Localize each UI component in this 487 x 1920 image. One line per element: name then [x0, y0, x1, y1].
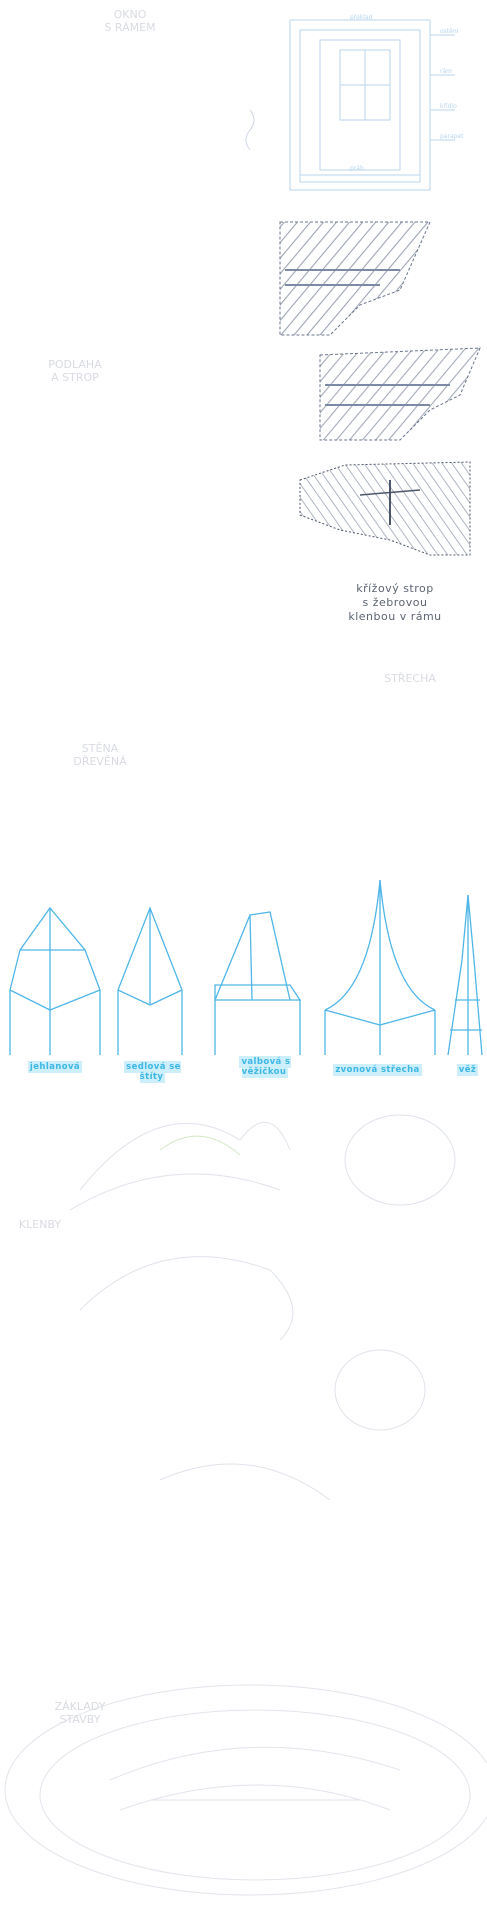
top-faint-heading: OKNO S RÁMEM	[60, 8, 200, 34]
vault-caption-line-1: křížový strop	[356, 582, 434, 595]
roof-caption-2: sedlová se štíty	[115, 1061, 190, 1083]
vault-caption-line-2: s žebrovou	[362, 596, 428, 609]
roof-caption-1: jehlanová	[20, 1061, 90, 1073]
roof-caption-1-text: jehlanová	[27, 1061, 83, 1073]
bottom-faint-title: ZÁKLADY STAVBY	[25, 1700, 135, 1726]
mid-faint-c-line-2: DŘEVĚNÁ	[73, 755, 127, 768]
roof-caption-5: věž	[450, 1064, 485, 1076]
door-label-4: parapet	[440, 133, 464, 140]
roof-caption-3: valbová s věžičkou	[230, 1056, 300, 1078]
roof-caption-3-text: valbová s věžičkou	[239, 1056, 291, 1078]
lower-faint-left: KLENBY	[10, 1218, 70, 1231]
door-label-bottom: práh	[350, 165, 364, 172]
bottom-faint-title-line-2: STAVBY	[59, 1713, 101, 1726]
door-label-3: křídlo	[440, 103, 457, 110]
mid-faint-b-line-1: STŘECHA	[384, 672, 436, 685]
roof-caption-4-text: zvonová střecha	[333, 1064, 422, 1076]
mid-faint-a-line-1: PODLAHA	[48, 358, 102, 371]
mid-faint-a-line-2: A STROP	[51, 371, 99, 384]
roof-caption-4: zvonová střecha	[325, 1064, 430, 1076]
door-label-5: překlad	[350, 14, 373, 21]
top-heading-line-2: S RÁMEM	[104, 21, 156, 34]
roof-caption-5-text: věž	[456, 1064, 479, 1076]
mid-faint-c-line-1: STĚNA	[81, 742, 119, 755]
top-heading-line-1: OKNO	[113, 8, 147, 21]
door-label-1: ostění	[440, 28, 459, 35]
mid-faint-a: PODLAHA A STROP	[20, 358, 130, 384]
bottom-faint-title-line-1: ZÁKLADY	[54, 1700, 106, 1713]
lower-faint-left-line-1: KLENBY	[18, 1218, 62, 1231]
vault-caption: křížový strop s žebrovou klenbou v rámu	[330, 582, 460, 624]
mid-faint-b: STŘECHA	[370, 672, 450, 685]
vault-caption-line-3: klenbou v rámu	[348, 610, 442, 623]
mid-faint-c: STĚNA DŘEVĚNÁ	[50, 742, 150, 768]
door-label-2: rám	[440, 68, 452, 75]
